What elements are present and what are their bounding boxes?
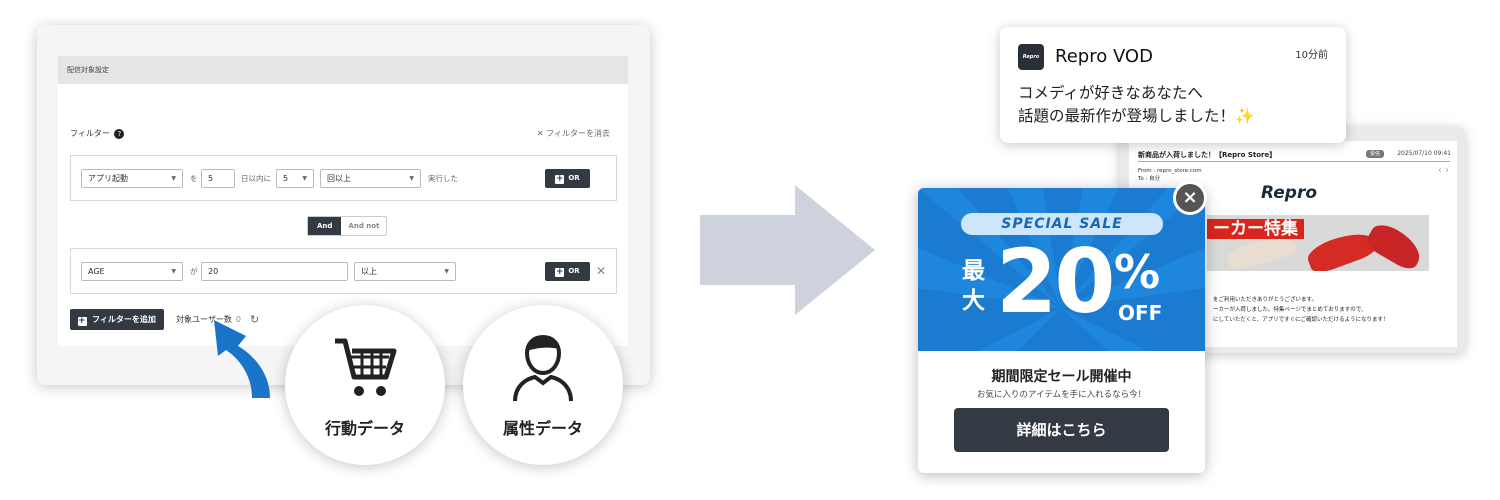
email-body-panel: 新商品が入荷しました！【Repro Store】 受信 2025/07/10 0…: [1129, 141, 1457, 347]
email-text-line: ーカーが入荷しました。特集ページでまとめておりますので、: [1213, 307, 1367, 313]
attribute-select[interactable]: AGE ▼: [81, 262, 183, 281]
shoe-image: [1363, 219, 1427, 271]
user-count-label: 対象ユーザー数: [176, 315, 232, 324]
attribute-filter-row: AGE ▼ が 20 以上 ▼ +OR ✕: [70, 248, 617, 294]
sale-period-text: 期間限定セール開催中: [991, 369, 1132, 385]
notification-line-2: 話題の最新作が登場しました！✨: [1018, 107, 1255, 125]
email-text: をご利用いただきありがとうございます。 ーカーが入荷しました。特集ページでまとめ…: [1213, 295, 1453, 325]
comparison-select[interactable]: 以上 ▼: [354, 262, 456, 281]
shoe-image: [1304, 225, 1380, 271]
attribute-select-value: AGE: [88, 267, 105, 276]
close-icon: ✕: [536, 129, 544, 138]
condition-select[interactable]: 回以上 ▼: [320, 169, 421, 188]
filter-label-text: フィルター: [70, 129, 110, 138]
comparison-select-value: 以上: [361, 267, 377, 276]
off-label: OFF: [1118, 301, 1163, 325]
days-label: 日以内に: [241, 174, 271, 183]
plus-icon: +: [78, 316, 87, 326]
chevron-down-icon: ▼: [302, 175, 307, 182]
remove-row-icon[interactable]: ✕: [596, 264, 607, 278]
push-notification[interactable]: Repro Repro VOD 10分前 コメディが好きなあなたへ 話題の最新作…: [1000, 27, 1346, 143]
chevron-down-icon: ▼: [171, 175, 176, 182]
chevron-down-icon: ▼: [409, 175, 414, 182]
particle-label: を: [190, 174, 198, 183]
email-meta: From : repro_store.com To : 自分: [1138, 167, 1202, 183]
inbox-tag: 受信: [1366, 150, 1385, 158]
delivery-target-card: 配信対象設定 フィルター ? ✕ フィルターを消去 アプリ起動 ▼ を 5 日以…: [58, 56, 628, 346]
or-label: OR: [568, 174, 580, 182]
brand-logo: Repro: [1261, 183, 1318, 203]
email-text-line: をご利用いただきありがとうございます。: [1213, 297, 1317, 303]
app-name: Repro VOD: [1055, 46, 1153, 67]
discount-value: 20: [996, 230, 1115, 333]
or-button[interactable]: +OR: [545, 169, 590, 188]
app-logo: Repro: [1018, 44, 1044, 70]
user-count-value: 0: [235, 315, 241, 324]
behavior-data-circle: 行動データ: [285, 305, 445, 465]
details-button[interactable]: 詳細はこちら: [954, 408, 1169, 452]
times-select-value: 5: [283, 174, 289, 183]
behavior-filter-row: アプリ起動 ▼ を 5 日以内に 5 ▼ 回以上 ▼ 実行した +OR: [70, 155, 617, 201]
event-select[interactable]: アプリ起動 ▼: [81, 169, 183, 188]
refresh-icon[interactable]: ↻: [250, 313, 260, 326]
sale-subtitle: お気に入りのアイテムを手に入れるなら今！: [976, 390, 1147, 400]
suffix-label: 実行した: [428, 174, 458, 183]
plus-icon: +: [555, 267, 565, 277]
and-option[interactable]: And: [308, 217, 342, 235]
percent-sign: %: [1114, 245, 1161, 299]
notification-message: コメディが好きなあなたへ 話題の最新作が登場しました！✨: [1018, 82, 1254, 128]
value-input[interactable]: 20: [201, 262, 348, 281]
sneaker-banner: ーカー特集: [1207, 215, 1429, 271]
or-button[interactable]: +OR: [545, 262, 590, 281]
segment-settings-panel: 配信対象設定 フィルター ? ✕ フィルターを消去 アプリ起動 ▼ を 5 日以…: [37, 25, 650, 385]
logic-toggle: And And not: [307, 216, 388, 236]
max-label: 最大: [962, 258, 985, 314]
sale-banner: SPECIAL SALE 最大 20 % OFF: [918, 188, 1205, 351]
clear-filter-label: フィルターを消去: [546, 129, 610, 138]
clear-filter-button[interactable]: ✕ フィルターを消去: [537, 128, 610, 139]
notification-time: 10分前: [1295, 50, 1328, 61]
banner-title: ーカー特集: [1207, 219, 1304, 239]
particle-label: が: [190, 267, 198, 276]
filter-label: フィルター ?: [70, 128, 125, 139]
email-subject: 新商品が入荷しました！【Repro Store】: [1138, 151, 1277, 159]
event-select-value: アプリ起動: [88, 174, 128, 183]
cart-icon: [335, 338, 397, 396]
chevron-down-icon: ▼: [171, 268, 176, 275]
attribute-data-label: 属性データ: [502, 419, 583, 438]
count-input[interactable]: 5: [201, 169, 235, 188]
plus-icon: +: [555, 174, 565, 184]
and-not-option[interactable]: And not: [348, 222, 380, 230]
special-sale-label: SPECIAL SALE: [961, 213, 1163, 235]
add-filter-button[interactable]: + フィルターを追加: [70, 309, 164, 330]
times-select[interactable]: 5 ▼: [276, 169, 314, 188]
arrow-right-icon: [700, 185, 875, 315]
person-icon: [513, 334, 573, 402]
email-to: To : 自分: [1138, 176, 1161, 182]
email-text-line: にしていただくと、アプリですぐにご確認いただけるようになります！: [1213, 317, 1389, 323]
add-filter-label: フィルターを追加: [92, 315, 156, 324]
sale-popup: SPECIAL SALE 最大 20 % OFF × 期間限定セール開催中 お気…: [918, 181, 1207, 473]
divider: [1138, 161, 1450, 162]
attribute-data-circle: 属性データ: [463, 305, 623, 465]
close-icon[interactable]: ×: [1173, 181, 1207, 215]
notification-line-1: コメディが好きなあなたへ: [1018, 84, 1203, 102]
chevron-down-icon: ▼: [444, 268, 449, 275]
email-from: From : repro_store.com: [1138, 168, 1202, 174]
email-date: 2025/07/10 09:41: [1397, 150, 1451, 157]
section-title: 配信対象設定: [58, 56, 628, 84]
help-icon[interactable]: ?: [114, 128, 125, 139]
condition-select-value: 回以上: [327, 174, 351, 183]
behavior-data-label: 行動データ: [324, 419, 405, 438]
curved-arrow-icon: [214, 320, 270, 398]
email-nav-arrows[interactable]: ‹ ›: [1437, 165, 1449, 176]
or-label: OR: [568, 267, 580, 275]
